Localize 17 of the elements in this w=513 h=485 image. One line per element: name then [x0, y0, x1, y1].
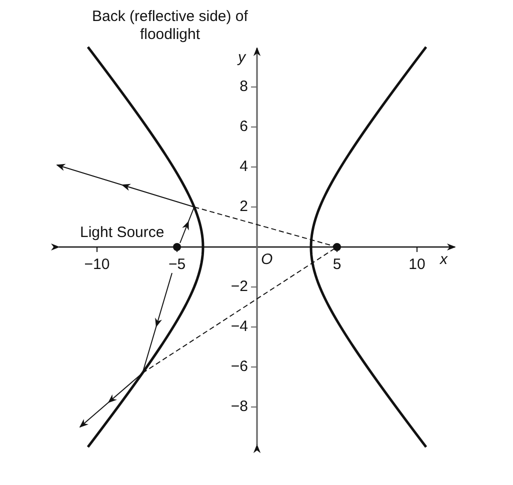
tick-label: 10 [408, 256, 426, 274]
tick-label: −4 [230, 318, 248, 336]
axis-label: x [440, 251, 448, 269]
figure-caption: Back (reflective side) of floodlight [91, 8, 249, 44]
origin-label: O [261, 251, 273, 269]
tick-label: −6 [230, 358, 248, 376]
tick-label: 5 [332, 256, 342, 274]
tick-label: −5 [167, 256, 187, 274]
axis-label: y [238, 49, 246, 67]
tick-label: 2 [238, 198, 248, 216]
tick-label: −2 [230, 278, 248, 296]
point-label: Light Source [80, 224, 164, 242]
tick-label: 6 [238, 118, 248, 136]
tick-label: 4 [238, 158, 248, 176]
tick-label: −10 [83, 256, 111, 274]
tick-label: −8 [230, 398, 248, 416]
tick-label: 8 [238, 78, 248, 96]
